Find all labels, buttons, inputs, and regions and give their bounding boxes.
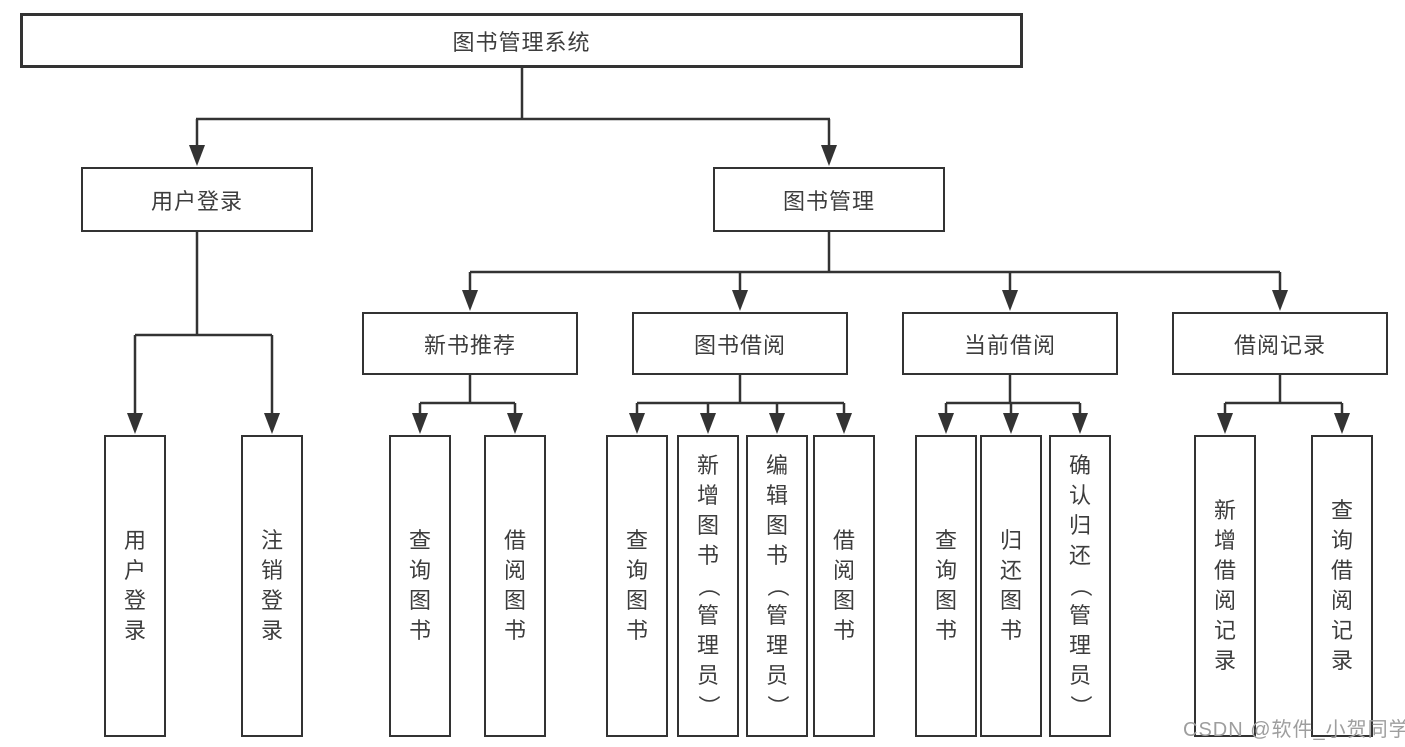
node-label: 图书管理系统 [452, 29, 591, 55]
leaf-label: 注销登录 [260, 528, 283, 643]
node-book-borrow: 图书借阅 [632, 312, 848, 375]
node-label: 新书推荐 [423, 332, 516, 358]
arrowhead-icon [507, 413, 523, 434]
connector-current-borrow-to-children [938, 375, 1088, 434]
leaf-label: 用户登录 [123, 528, 146, 643]
leaf-return-book: 归还图书 [980, 435, 1042, 737]
leaf-user-login: 用户登录 [104, 435, 166, 737]
arrowhead-icon [1334, 413, 1350, 434]
watermark: CSDN @软件_小贺同学 [1183, 719, 1405, 741]
arrowhead-icon [821, 145, 837, 166]
arrowhead-icon [462, 290, 478, 311]
node-book-management: 图书管理 [713, 167, 945, 232]
leaf-label: 查询图书 [934, 528, 957, 643]
leaf-edit-book-admin: 编辑图书（管理员） [746, 435, 808, 737]
arrowhead-icon [769, 413, 785, 434]
leaf-borrow-book: 借阅图书 [813, 435, 875, 737]
connector-book-management-to-level3 [462, 232, 1288, 311]
arrowhead-icon [1272, 290, 1288, 311]
leaf-query-borrow-record: 查询借阅记录 [1311, 435, 1373, 737]
leaf-borrow-book-recommend: 借阅图书 [484, 435, 546, 737]
leaf-label: 查询借阅记录 [1330, 498, 1353, 673]
leaf-label: 归还图书 [999, 528, 1022, 643]
leaf-label: 确认归还（管理员） [1067, 453, 1093, 718]
node-label: 借阅记录 [1233, 332, 1326, 358]
arrowhead-icon [1217, 413, 1233, 434]
arrowhead-icon [127, 413, 143, 434]
arrowhead-icon [700, 413, 716, 434]
node-label: 用户登录 [150, 188, 243, 214]
leaf-label: 新增借阅记录 [1213, 498, 1236, 673]
arrowhead-icon [836, 413, 852, 434]
leaf-label: 借阅图书 [503, 528, 526, 643]
leaf-add-book-admin: 新增图书（管理员） [677, 435, 739, 737]
node-label: 图书借阅 [693, 332, 786, 358]
connector-book-borrow-to-children [629, 375, 852, 434]
arrowhead-icon [412, 413, 428, 434]
leaf-label: 借阅图书 [832, 528, 855, 643]
arrowhead-icon [264, 413, 280, 434]
leaf-label: 编辑图书（管理员） [764, 453, 790, 718]
node-root-system: 图书管理系统 [20, 13, 1023, 68]
connector-root-to-level2 [189, 66, 837, 166]
leaf-logout: 注销登录 [241, 435, 303, 737]
arrowhead-icon [189, 145, 205, 166]
leaf-confirm-return-admin: 确认归还（管理员） [1049, 435, 1111, 737]
node-borrow-record: 借阅记录 [1172, 312, 1388, 375]
connector-user-login-to-children [127, 232, 280, 434]
leaf-add-borrow-record: 新增借阅记录 [1194, 435, 1256, 737]
arrowhead-icon [938, 413, 954, 434]
node-new-book-recommend: 新书推荐 [362, 312, 578, 375]
arrowhead-icon [1072, 413, 1088, 434]
leaf-query-current-book: 查询图书 [915, 435, 977, 737]
node-current-borrow: 当前借阅 [902, 312, 1118, 375]
arrowhead-icon [732, 290, 748, 311]
leaf-query-book: 查询图书 [606, 435, 668, 737]
node-label: 图书管理 [782, 188, 875, 214]
arrowhead-icon [629, 413, 645, 434]
leaf-label: 查询图书 [408, 528, 431, 643]
arrowhead-icon [1002, 290, 1018, 311]
node-user-login: 用户登录 [81, 167, 313, 232]
connector-new-book-recommend-to-children [412, 375, 523, 434]
connector-borrow-record-to-children [1217, 375, 1350, 434]
node-label: 当前借阅 [963, 332, 1056, 358]
arrowhead-icon [1003, 413, 1019, 434]
leaf-label: 查询图书 [625, 528, 648, 643]
leaf-label: 新增图书（管理员） [695, 453, 721, 718]
leaf-query-book-recommend: 查询图书 [389, 435, 451, 737]
